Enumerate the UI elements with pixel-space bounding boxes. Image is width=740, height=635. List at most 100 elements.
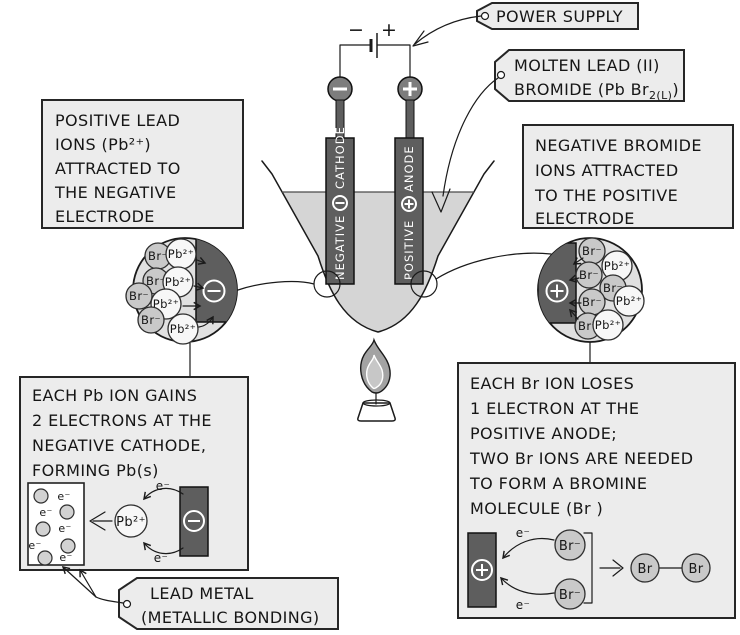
power-supply-arrow-head	[412, 30, 429, 47]
cathode-label-cathode: CATHODE	[333, 126, 347, 189]
beaker-group	[261, 160, 495, 333]
box-line: NEGATIVE CATHODE,	[32, 436, 206, 455]
bromide-ion: Br⁻	[578, 237, 606, 265]
svg-text:Pb²⁺: Pb²⁺	[116, 515, 146, 530]
burner-base-icon	[357, 402, 396, 422]
molten-bromide-arrow-head	[431, 188, 451, 213]
right-connector-curve	[435, 252, 552, 280]
box-line: TO FORM A BROMINE	[469, 474, 647, 493]
cathode-reaction-box: EACH Pb ION GAINS 2 ELECTRONS AT THE NEG…	[19, 376, 249, 571]
wire-right	[376, 44, 411, 78]
lead-ion: Pb²⁺	[613, 285, 645, 317]
tag-eyelet	[480, 11, 490, 21]
svg-text:Br⁻: Br⁻	[559, 588, 581, 603]
svg-text:Br⁻: Br⁻	[146, 274, 166, 288]
box-line: 2 ELECTRONS AT THE	[32, 411, 212, 430]
lead-ion: Pb²⁺	[592, 309, 624, 341]
bromide-ion: Br⁻	[554, 578, 586, 610]
svg-text:Br: Br	[688, 562, 703, 577]
svg-text:Br⁻: Br⁻	[141, 313, 161, 327]
bromide-ion: Br⁻	[575, 261, 603, 289]
minus-circle-icon	[202, 279, 226, 303]
electron-label: e⁻	[39, 506, 52, 519]
lead-metal-leader-curve	[95, 596, 124, 604]
electron-transfer-arrow	[502, 537, 555, 560]
electron-label: e⁻	[154, 551, 169, 565]
molten-bromide-label-line2: BROMIDE (Pb Br2(L))	[514, 80, 679, 102]
electron-label: e⁻	[516, 598, 531, 612]
power-supply-leader-arrow	[414, 15, 482, 45]
svg-text:Pb²⁺: Pb²⁺	[153, 297, 180, 311]
lead-metal-leader-arrow	[61, 566, 97, 598]
lead-metal-leader-arrow	[79, 568, 97, 598]
molten-liquid	[282, 192, 474, 332]
lead-metal-tag: LEAD METAL (METALLIC BONDING)	[118, 577, 339, 630]
lead-ion: Pb²⁺	[601, 250, 633, 282]
box-line: ELECTRODE	[535, 209, 635, 228]
electron-transfer-arrow	[143, 541, 184, 555]
box-line: POSITIVE LEAD	[55, 111, 180, 130]
bromide-ion: Br⁻	[137, 306, 165, 334]
svg-text:Pb²⁺: Pb²⁺	[616, 294, 643, 308]
electron-label: e⁻	[516, 526, 531, 540]
box-line: MOLECULE (Br )	[470, 499, 603, 518]
minus-circle-icon	[183, 510, 205, 532]
power-supply-tag: POWER SUPPLY	[476, 2, 639, 30]
plus-circle-icon	[545, 279, 569, 303]
cathode-minus-circle-icon	[332, 195, 348, 211]
box-line: FORMING Pb(s)	[32, 461, 159, 480]
right-magnifier: Br⁻ Pb²⁺ Br⁻ Br⁻ Br⁻ Pb²⁺ Br⁻ Pb²⁺	[537, 237, 645, 343]
battery-plus-label: +	[381, 19, 397, 41]
bromine-molecule: Br Br	[630, 553, 711, 583]
svg-text:Br: Br	[637, 562, 652, 577]
box-line: POSITIVE ANODE;	[470, 424, 617, 443]
lead-ions-box: POSITIVE LEAD IONS (Pb²⁺) ATTRACTED TO T…	[41, 99, 244, 229]
lead-ion: Pb²⁺	[165, 238, 197, 270]
svg-text:Pb²⁺: Pb²⁺	[604, 259, 631, 273]
flame-inner-icon	[365, 354, 384, 390]
box-line: NEGATIVE BROMIDE	[535, 136, 702, 155]
box-line: THE NEGATIVE	[54, 183, 177, 202]
lead-metal-label-line2: (METALLIC BONDING)	[141, 608, 320, 627]
ion-attraction-arrow	[572, 257, 584, 265]
svg-text:Pb²⁺: Pb²⁺	[168, 247, 195, 261]
lead-metal-label-line1: LEAD METAL	[150, 584, 254, 603]
tag-eyelet	[496, 70, 506, 80]
bromide-ions-box: NEGATIVE BROMIDE IONS ATTRACTED TO THE P…	[522, 124, 734, 229]
burner-group	[357, 337, 396, 422]
molten-bromide-leader-arrow	[442, 77, 499, 197]
lattice-atom	[37, 550, 53, 566]
svg-text:Pb²⁺: Pb²⁺	[165, 275, 192, 289]
electron-transfer-arrow	[500, 576, 555, 595]
electron-label: e⁻	[59, 551, 72, 564]
electron-label: e⁻	[156, 479, 171, 493]
svg-text:Pb²⁺: Pb²⁺	[595, 318, 622, 332]
box-line: TWO Br IONS ARE NEEDED	[469, 449, 693, 468]
svg-text:Br⁻: Br⁻	[579, 268, 599, 282]
power-circuit: − +	[327, 19, 423, 139]
plus-circle-icon	[471, 559, 493, 581]
wire-left	[339, 44, 371, 78]
anode-electrode: POSITIVE ANODE	[394, 137, 424, 285]
lattice-atom	[59, 504, 75, 520]
battery-minus-label: −	[348, 19, 364, 41]
svg-text:Br⁻: Br⁻	[582, 244, 602, 258]
electron-label: e⁻	[28, 539, 41, 552]
tag-eyelet	[122, 599, 132, 609]
lattice-atom	[60, 538, 76, 554]
molten-bromide-label-line1: MOLTEN LEAD (II)	[514, 56, 660, 75]
molten-bromide-tag: MOLTEN LEAD (II) BROMIDE (Pb Br2(L))	[494, 49, 685, 102]
ion-attraction-arrow	[568, 274, 580, 283]
box-line: ATTRACTED TO	[55, 159, 181, 178]
box-line: EACH Br ION LOSES	[470, 374, 634, 393]
anode-label-positive: POSITIVE	[402, 220, 416, 280]
box-line: TO THE POSITIVE	[534, 186, 678, 205]
box-line: IONS ATTRACTED	[535, 161, 679, 180]
anode-plus-circle-icon	[401, 196, 417, 212]
electron-transfer-arrow	[143, 487, 184, 501]
bromide-ion: Br⁻	[554, 529, 586, 561]
svg-text:Br⁻: Br⁻	[559, 539, 581, 554]
svg-text:Br⁻: Br⁻	[129, 289, 149, 303]
ion-attraction-arrow	[198, 315, 214, 328]
